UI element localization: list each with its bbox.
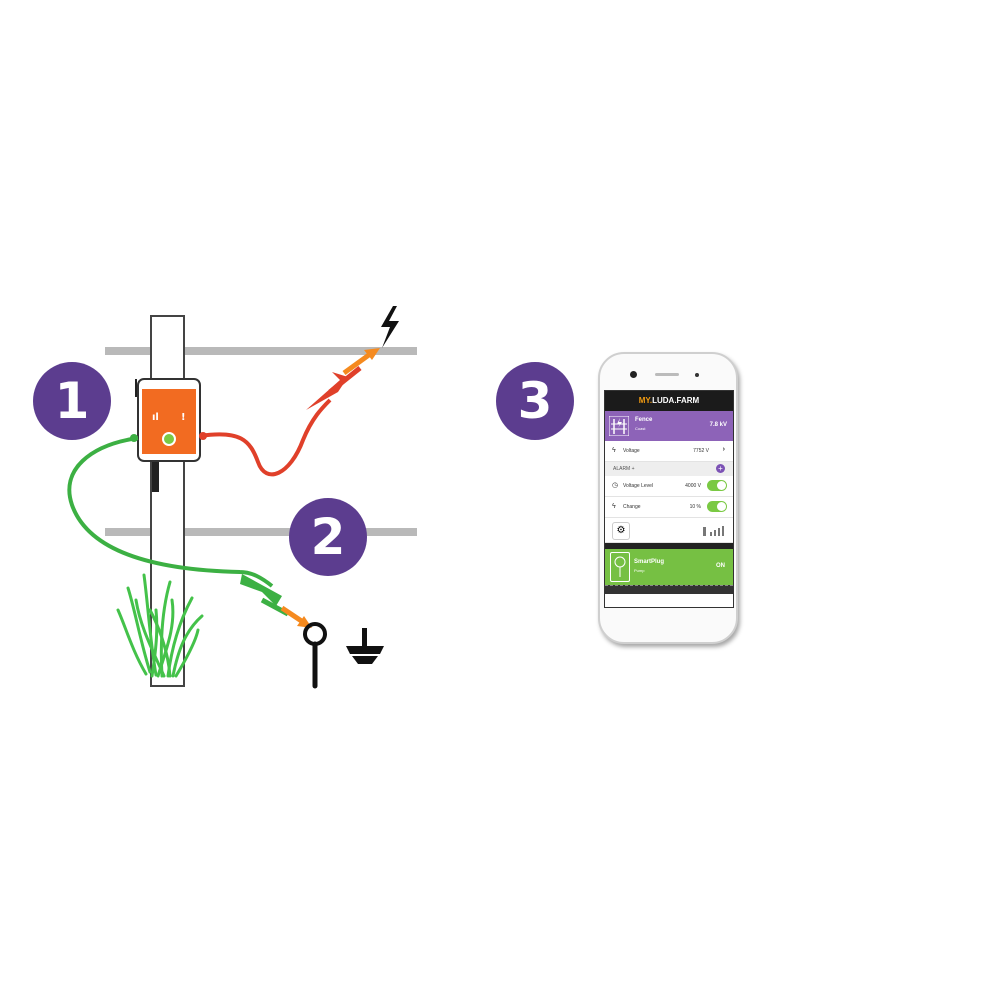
gauge-icon: ◷: [612, 482, 619, 489]
change-toggle[interactable]: [707, 501, 727, 512]
alarm-label: ALARM +: [613, 466, 635, 472]
device-tools-row: ⚙: [605, 518, 733, 543]
fence-icon: [609, 416, 629, 436]
app-header: MY.LUDA.FARM: [605, 391, 733, 411]
smartplug-state: ON: [716, 563, 725, 569]
voltage-level-value: 4000 V: [685, 483, 701, 489]
step-1-badge: 1: [33, 362, 111, 440]
section-divider: [605, 543, 733, 549]
smartplug-title: SmartPlug: [634, 559, 665, 565]
smartphone: MY.LUDA.FARM Fence Coast 7.8 kV ϟ Voltag…: [598, 352, 738, 644]
fence-subtitle: Coast: [635, 426, 646, 431]
earth-test-lead: [67, 434, 312, 628]
brand-prefix: MY.: [638, 396, 653, 405]
chevron-right-icon: ›: [722, 446, 725, 453]
change-alarm-row: ϟ Change 10 %: [605, 497, 733, 518]
lightning-icon: ϟ: [612, 447, 616, 454]
plus-icon[interactable]: +: [716, 464, 725, 473]
alarm-section-header: ALARM + +: [605, 462, 733, 476]
front-camera: [630, 371, 637, 378]
step-3-badge: 3: [496, 362, 574, 440]
fence-tester-device: ıl !: [137, 378, 201, 492]
signal-bars-icon: [703, 526, 724, 536]
fence-title: Fence: [635, 417, 653, 423]
brand-name: LUDA.FARM: [652, 396, 700, 405]
change-label: Change: [623, 504, 641, 510]
live-test-lead: [199, 348, 380, 477]
lightning-icon: ϟ: [612, 503, 616, 510]
ground-symbol-icon: [346, 628, 384, 664]
voltage-level-alarm-row: ◷ Voltage Level 4000 V: [605, 476, 733, 497]
voltage-label: Voltage: [623, 448, 640, 454]
proximity-sensor: [695, 373, 699, 377]
voltage-value: 7752 V: [693, 448, 709, 454]
lower-fence-wire: [105, 528, 417, 536]
app-screen: MY.LUDA.FARM Fence Coast 7.8 kV ϟ Voltag…: [604, 390, 734, 608]
upper-fence-wire: [105, 347, 417, 355]
voltage-level-label: Voltage Level: [623, 483, 654, 489]
earpiece-speaker: [655, 373, 679, 376]
svg-text:ıl: ıl: [152, 412, 159, 423]
smartplug-icon: [610, 552, 630, 582]
smartplug-card[interactable]: SmartPlug Pump ON: [605, 549, 733, 585]
app-footer-strip: [605, 585, 733, 594]
fence-card[interactable]: Fence Coast 7.8 kV: [605, 411, 733, 441]
gear-icon[interactable]: ⚙: [612, 522, 630, 540]
grass-tuft: [116, 573, 204, 678]
change-value: 10 %: [689, 504, 701, 510]
ground-rod: [303, 622, 327, 689]
voltage-row[interactable]: ϟ Voltage 7752 V ›: [605, 441, 733, 462]
svg-text:!: !: [181, 412, 186, 423]
smartplug-subtitle: Pump: [634, 568, 645, 573]
step-2-badge: 2: [289, 498, 367, 576]
voltage-level-toggle[interactable]: [707, 480, 727, 491]
fence-voltage-value: 7.8 kV: [709, 422, 727, 428]
lightning-bolt-icon: [381, 306, 399, 348]
